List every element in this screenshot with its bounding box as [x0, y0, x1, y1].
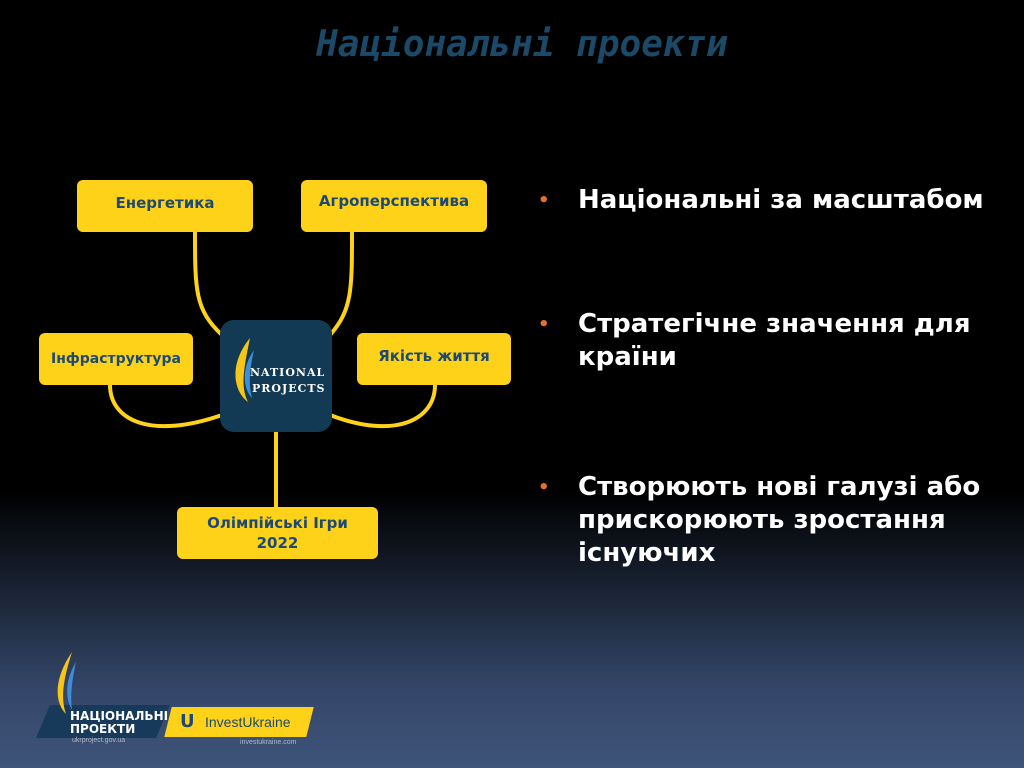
flame-icon	[235, 338, 254, 402]
node-agro: Агроперспектива	[301, 180, 487, 232]
bullet-dot-icon: •	[538, 314, 550, 335]
connector-agro	[328, 230, 354, 337]
footer-np-emblem	[36, 652, 170, 738]
investukraine-u-icon: U	[180, 711, 195, 732]
node-quality-of-life: Якість життя	[357, 333, 511, 385]
footer-np-line2: ПРОЕКТИ	[70, 722, 136, 736]
footer-iu-logo-text: InvestUkraine	[205, 714, 291, 730]
node-energy: Енергетика	[77, 180, 253, 232]
logo-word-national: NATIONAL	[250, 366, 326, 379]
bullet-dot-icon: •	[538, 477, 550, 498]
connector-infra	[108, 383, 224, 429]
connector-energy	[193, 230, 224, 337]
national-projects-logo: NATIONAL PROJECTS	[220, 320, 332, 432]
footer-iu-url: investukraine.com	[240, 739, 297, 746]
logo-word-projects: PROJECTS	[252, 382, 326, 395]
footer-np-url: ukrproject.gov.ua	[72, 737, 126, 744]
bullet-dot-icon: •	[538, 190, 550, 211]
node-olympic-games: Олімпійські Ігри 2022	[177, 507, 378, 559]
connector-quality	[328, 383, 437, 429]
footer-np-logo-text: НАЦІОНАЛЬНІ ПРОЕКТИ	[70, 710, 168, 736]
footer-np-line1: НАЦІОНАЛЬНІ	[70, 709, 169, 723]
slide-title: Національні проекти	[316, 24, 728, 65]
node-infrastructure: Інфраструктура	[39, 333, 193, 385]
